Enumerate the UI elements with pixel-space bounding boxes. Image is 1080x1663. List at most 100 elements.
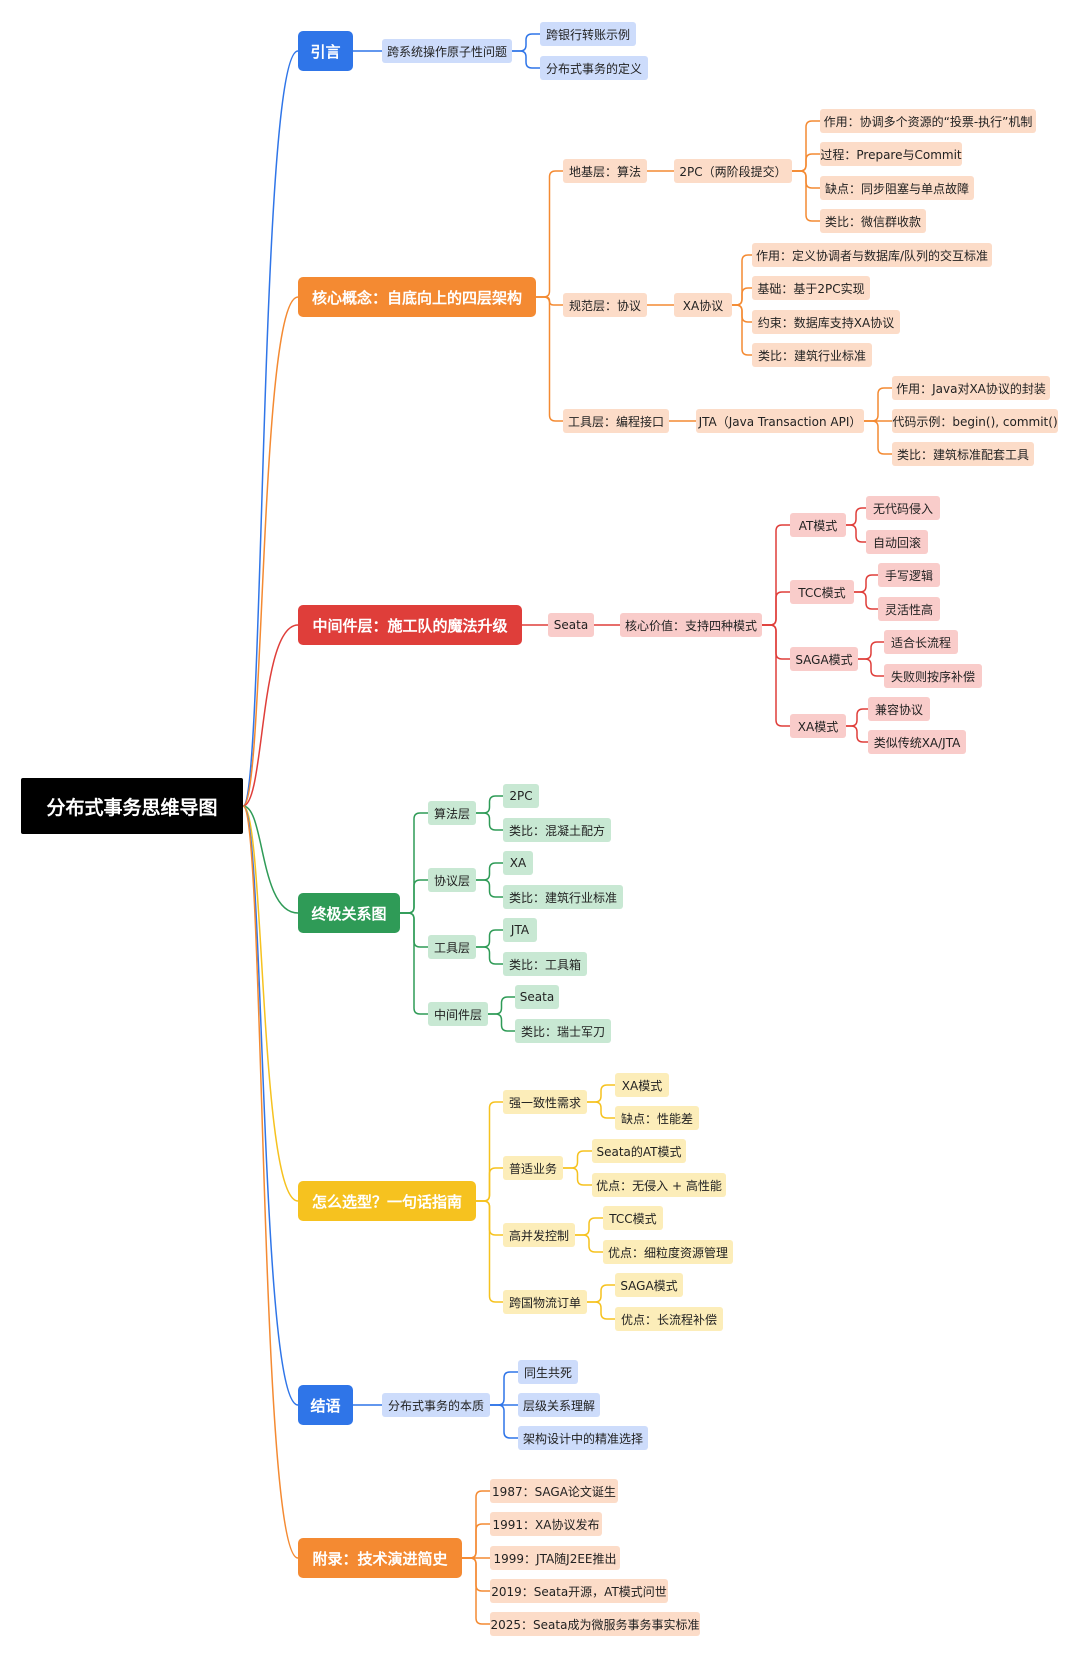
branch-conclusion[interactable]: 结语 [298,1385,353,1425]
relation-tool-leaf-1[interactable]: JTA [503,918,537,942]
core-mid-xa[interactable]: XA协议 [674,293,732,317]
mode-xa[interactable]: XA模式 [790,714,846,738]
relation-algorithm-leaf-1[interactable]: 2PC [503,784,539,808]
core-layer-algorithm[interactable]: 地基层：算法 [563,159,647,183]
core-mid-2pc[interactable]: 2PC（两阶段提交） [674,159,792,183]
mode-tcc[interactable]: TCC模式 [790,580,854,604]
branch-selection[interactable]: 怎么选型？一句话指南 [298,1181,476,1221]
appendix-leaf-2[interactable]: 1991：XA协议发布 [490,1512,602,1536]
selection-logistics-leaf-2[interactable]: 优点：长流程补偿 [615,1307,723,1331]
branch-intro[interactable]: 引言 [298,31,353,71]
core-2pc-leaf-2[interactable]: 过程：Prepare与Commit [820,142,962,166]
core-jta-leaf-1[interactable]: 作用：Java对XA协议的封装 [892,376,1050,400]
selection-strong-leaf-2[interactable]: 缺点：性能差 [615,1106,699,1130]
connector-line [490,1371,518,1406]
core-mid-jta[interactable]: JTA（Java Transaction API） [696,409,864,433]
core-xa-leaf-1[interactable]: 作用：定义协调者与数据库/队列的交互标准 [752,243,992,267]
connector-line [563,1150,592,1169]
conclusion-leaf-3[interactable]: 架构设计中的精准选择 [518,1426,648,1450]
selection-general-leaf-1[interactable]: Seata的AT模式 [592,1139,686,1163]
branch-appendix[interactable]: 附录：技术演进简史 [298,1538,462,1578]
mode-at[interactable]: AT模式 [790,513,846,537]
relation-middleware[interactable]: 中间件层 [428,1002,488,1026]
relation-middleware-leaf-1[interactable]: Seata [515,985,559,1009]
core-2pc-leaf-3[interactable]: 缺点：同步阻塞与单点故障 [820,176,974,200]
root-connector-line [242,624,299,807]
relation-tool-leaf-2[interactable]: 类比：工具箱 [503,952,587,976]
conclusion-leaf-1[interactable]: 同生共死 [518,1360,578,1384]
connector-line [575,1234,603,1253]
appendix-leaf-4[interactable]: 2019：Seata开源，AT模式问世 [490,1579,668,1603]
relation-middleware-leaf-2[interactable]: 类比：瑞士军刀 [515,1019,611,1043]
selection-concurrency[interactable]: 高并发控制 [503,1223,575,1247]
selection-general-leaf-2[interactable]: 优点：无侵入 + 高性能 [592,1173,726,1197]
connector-line [536,170,563,298]
middleware-seata[interactable]: Seata [548,613,594,637]
core-xa-leaf-2[interactable]: 基础：基于2PC实现 [752,276,870,300]
core-xa-leaf-4[interactable]: 类比：建筑行业标准 [752,343,872,367]
connector-line [792,153,820,172]
root-connector-line [242,805,299,914]
appendix-leaf-3[interactable]: 1999：JTA随J2EE推出 [490,1546,620,1570]
root-connector-line [242,805,299,1406]
selection-concurrency-leaf-1[interactable]: TCC模式 [603,1206,663,1230]
mode-xa-leaf-2[interactable]: 类似传统XA/JTA [868,730,966,754]
selection-general[interactable]: 普适业务 [503,1156,563,1180]
mode-at-leaf-2[interactable]: 自动回滚 [866,530,928,554]
core-2pc-leaf-1[interactable]: 作用：协调多个资源的“投票-执行”机制 [820,109,1036,133]
core-layer-tool[interactable]: 工具层：编程接口 [563,409,669,433]
root-connector-line [242,296,299,807]
core-jta-leaf-3[interactable]: 类比：建筑标准配套工具 [892,442,1034,466]
conclusion-leaf-2[interactable]: 层级关系理解 [518,1393,600,1417]
intro-leaf-1[interactable]: 跨银行转账示例 [540,22,636,46]
connector-line [400,879,428,914]
core-2pc-leaf-4[interactable]: 类比：微信群收款 [820,209,926,233]
connector-line [587,1101,615,1119]
connector-line [476,879,503,898]
selection-logistics[interactable]: 跨国物流订单 [503,1290,587,1314]
connector-line [587,1084,615,1103]
selection-strong[interactable]: 强一致性需求 [503,1090,587,1114]
branch-relation[interactable]: 终极关系图 [298,893,400,933]
branch-core[interactable]: 核心概念：自底向上的四层架构 [298,277,536,317]
connector-line [792,170,820,222]
appendix-leaf-1[interactable]: 1987：SAGA论文诞生 [490,1479,618,1503]
connector-line [488,996,515,1015]
mode-saga-leaf-2[interactable]: 失败则按序补偿 [884,664,982,688]
relation-protocol[interactable]: 协议层 [428,868,476,892]
conclusion-topic[interactable]: 分布式事务的本质 [382,1393,490,1417]
root-connector-line [242,50,299,807]
selection-concurrency-leaf-2[interactable]: 优点：细粒度资源管理 [603,1240,733,1264]
connector-line [858,658,884,677]
relation-algorithm[interactable]: 算法层 [428,801,476,825]
relation-tool[interactable]: 工具层 [428,935,476,959]
intro-topic[interactable]: 跨系统操作原子性问题 [382,39,512,63]
appendix-leaf-5[interactable]: 2025：Seata成为微服务事务事实标准 [490,1612,700,1636]
intro-leaf-2[interactable]: 分布式事务的定义 [540,56,648,80]
connector-line [846,708,868,727]
connector-line [462,1523,490,1559]
mode-saga-leaf-1[interactable]: 适合长流程 [884,630,958,654]
connector-line [846,507,866,526]
mode-saga[interactable]: SAGA模式 [790,647,858,671]
root-node[interactable]: 分布式事务思维导图 [21,778,243,834]
connector-line [536,296,563,422]
relation-protocol-leaf-1[interactable]: XA [503,851,533,875]
relation-protocol-leaf-2[interactable]: 类比：建筑行业标准 [503,885,623,909]
core-layer-protocol[interactable]: 规范层：协议 [563,293,647,317]
middleware-core-value[interactable]: 核心价值：支持四种模式 [620,613,762,637]
core-xa-leaf-3[interactable]: 约束：数据库支持XA协议 [752,310,900,334]
connector-line [762,591,790,626]
selection-strong-leaf-1[interactable]: XA模式 [615,1073,669,1097]
mode-tcc-leaf-1[interactable]: 手写逻辑 [878,563,940,587]
branch-middleware[interactable]: 中间件层：施工队的魔法升级 [298,605,522,645]
mode-xa-leaf-1[interactable]: 兼容协议 [868,697,930,721]
connector-line [512,33,540,52]
relation-algorithm-leaf-2[interactable]: 类比：混凝土配方 [503,818,611,842]
selection-logistics-leaf-1[interactable]: SAGA模式 [615,1273,683,1297]
mode-tcc-leaf-2[interactable]: 灵活性高 [878,597,940,621]
root-connector-line [242,805,299,1559]
core-jta-leaf-2[interactable]: 代码示例：begin(), commit() [892,409,1058,433]
connector-line [864,387,892,422]
mode-at-leaf-1[interactable]: 无代码侵入 [866,496,940,520]
